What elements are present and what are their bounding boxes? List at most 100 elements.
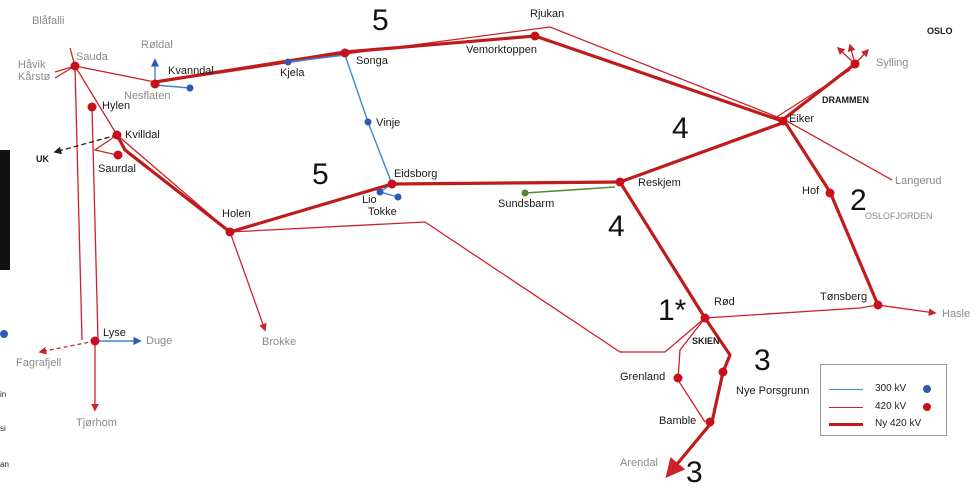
- label-reskjem: Reskjem: [638, 177, 681, 189]
- node-nye-porsgrunn: [718, 367, 728, 377]
- line-lyse-fagrafjell: [38, 340, 96, 355]
- label-oslofjorden: OSLOFJORDEN: [865, 211, 933, 221]
- label-nesflaten: Nesflaten: [124, 90, 171, 102]
- label-eidsborg: Eidsborg: [394, 168, 438, 180]
- label-oslo: OSLO: [927, 26, 953, 36]
- node-sundsbarm: [521, 189, 529, 197]
- node-sauda: [70, 61, 80, 71]
- label-sylling: Sylling: [876, 57, 909, 69]
- node-vemorktoppen: [530, 31, 540, 41]
- line-eiker-langerud: [784, 119, 893, 181]
- label-lyse: Lyse: [103, 327, 126, 339]
- node-kjela: [284, 58, 292, 66]
- legend-label-300kv: 300 kV: [875, 383, 907, 394]
- line-sauda-lyse: [74, 65, 83, 341]
- line-kvilldal-saurdal: [93, 134, 118, 156]
- node-hof: [825, 188, 835, 198]
- legend-row-new-420kv: Ny 420 kV: [829, 418, 944, 432]
- label-vinje: Vinje: [376, 117, 401, 129]
- new-line-bamble-arendal: [665, 420, 714, 478]
- new-line-eidsborg-reskjem: [391, 180, 621, 186]
- cropped-text-1: in: [0, 390, 7, 399]
- line-kjela-songa: [287, 54, 346, 63]
- lines-new-420kv: [115, 34, 880, 478]
- nodes-300kv: [186, 58, 402, 201]
- line-rod-grenland: [677, 317, 706, 423]
- label-grenland: Grenland: [620, 371, 666, 383]
- line-kvilldal-uk: [53, 134, 118, 155]
- node-kvanndal: [150, 79, 160, 89]
- label-sundsbarm: Sundsbarm: [498, 198, 555, 210]
- section-number-5-mid: 5: [312, 158, 329, 191]
- node-songa: [340, 48, 350, 58]
- section-number-4-lower: 4: [608, 210, 625, 243]
- legend-dot-420kv: [923, 403, 931, 411]
- nodes-420kv: [70, 31, 883, 427]
- cropped-dark-shape: [0, 150, 10, 270]
- label-hasle: Hasle: [942, 308, 971, 320]
- node-vinje: [364, 118, 372, 126]
- label-kvilldal: Kvilldal: [125, 129, 160, 141]
- node-eiker: [778, 116, 788, 126]
- label-songa: Songa: [356, 55, 388, 67]
- cropped-text-2: si: [0, 424, 6, 433]
- node-saurdal: [113, 150, 123, 160]
- new-line-reskjem-eiker: [619, 120, 786, 184]
- node-lyse: [90, 336, 100, 346]
- label-rjukan: Rjukan: [530, 8, 565, 20]
- label-tokke: Tokke: [368, 206, 397, 218]
- label-holen: Holen: [222, 208, 251, 220]
- legend-dot-300kv: [923, 385, 931, 393]
- new-line-holen-eidsborg: [229, 182, 393, 234]
- cropped-dot: [0, 330, 8, 338]
- legend-swatch-420kv: [829, 407, 863, 408]
- label-hof: Hof: [802, 185, 820, 197]
- legend: 300 kV 420 kV Ny 420 kV: [820, 364, 947, 436]
- node-bamble: [705, 417, 715, 427]
- label-eiker: Eiker: [789, 113, 815, 125]
- label-langerud: Langerud: [895, 175, 942, 187]
- label-nye-porsgrunn: Nye Porsgrunn: [736, 385, 810, 397]
- lines-300kv: [95, 54, 399, 346]
- legend-row-420kv: 420 kV: [829, 401, 944, 415]
- node-eidsborg: [387, 179, 397, 189]
- legend-swatch-new-420kv: [829, 423, 863, 426]
- node-lio: [376, 188, 384, 196]
- label-bamble: Bamble: [659, 415, 697, 427]
- cropped-left-edge: in si an: [0, 0, 14, 489]
- node-reskjem: [615, 177, 625, 187]
- node-holen: [225, 227, 235, 237]
- label-tonsberg: Tønsberg: [820, 291, 868, 303]
- line-sauda-kvilldal: [74, 65, 118, 136]
- cropped-text-3: an: [0, 460, 9, 469]
- label-roldal: Røldal: [141, 39, 173, 51]
- section-number-3-lower: 3: [686, 456, 703, 489]
- line-sauda-rjukan: [74, 26, 786, 121]
- line-rod-tonsberg: [704, 304, 879, 319]
- label-hylen: Hylen: [102, 100, 131, 112]
- label-kvanndal: Kvanndal: [168, 65, 214, 77]
- node-tokke: [394, 193, 402, 201]
- line-hylen-lyse: [91, 106, 99, 341]
- section-number-5-top: 5: [372, 4, 389, 37]
- node-rod: [700, 313, 710, 323]
- legend-label-420kv: 420 kV: [875, 401, 907, 412]
- line-kvanndal-nesflaten: [154, 84, 191, 89]
- label-lio: Lio: [362, 194, 377, 206]
- new-line-rod-bamble: [703, 317, 732, 423]
- label-drammen: DRAMMEN: [822, 95, 869, 105]
- label-saurdal: Saurdal: [98, 163, 136, 175]
- legend-swatch-300kv: [829, 389, 863, 390]
- label-kjela: Kjela: [280, 67, 305, 79]
- legend-label-new-420kv: Ny 420 kV: [875, 418, 922, 429]
- label-arendal: Arendal: [620, 457, 658, 469]
- label-vemorktoppen: Vemorktoppen: [466, 44, 537, 56]
- line-tonsberg-hasle: [877, 304, 937, 316]
- node-tonsberg: [873, 300, 883, 310]
- node-kvilldal: [112, 130, 122, 140]
- line-holen-skien: [229, 221, 706, 353]
- new-line-sauda-eiker: [154, 34, 786, 124]
- section-number-4-upper: 4: [672, 112, 689, 145]
- node-hylen: [87, 102, 97, 112]
